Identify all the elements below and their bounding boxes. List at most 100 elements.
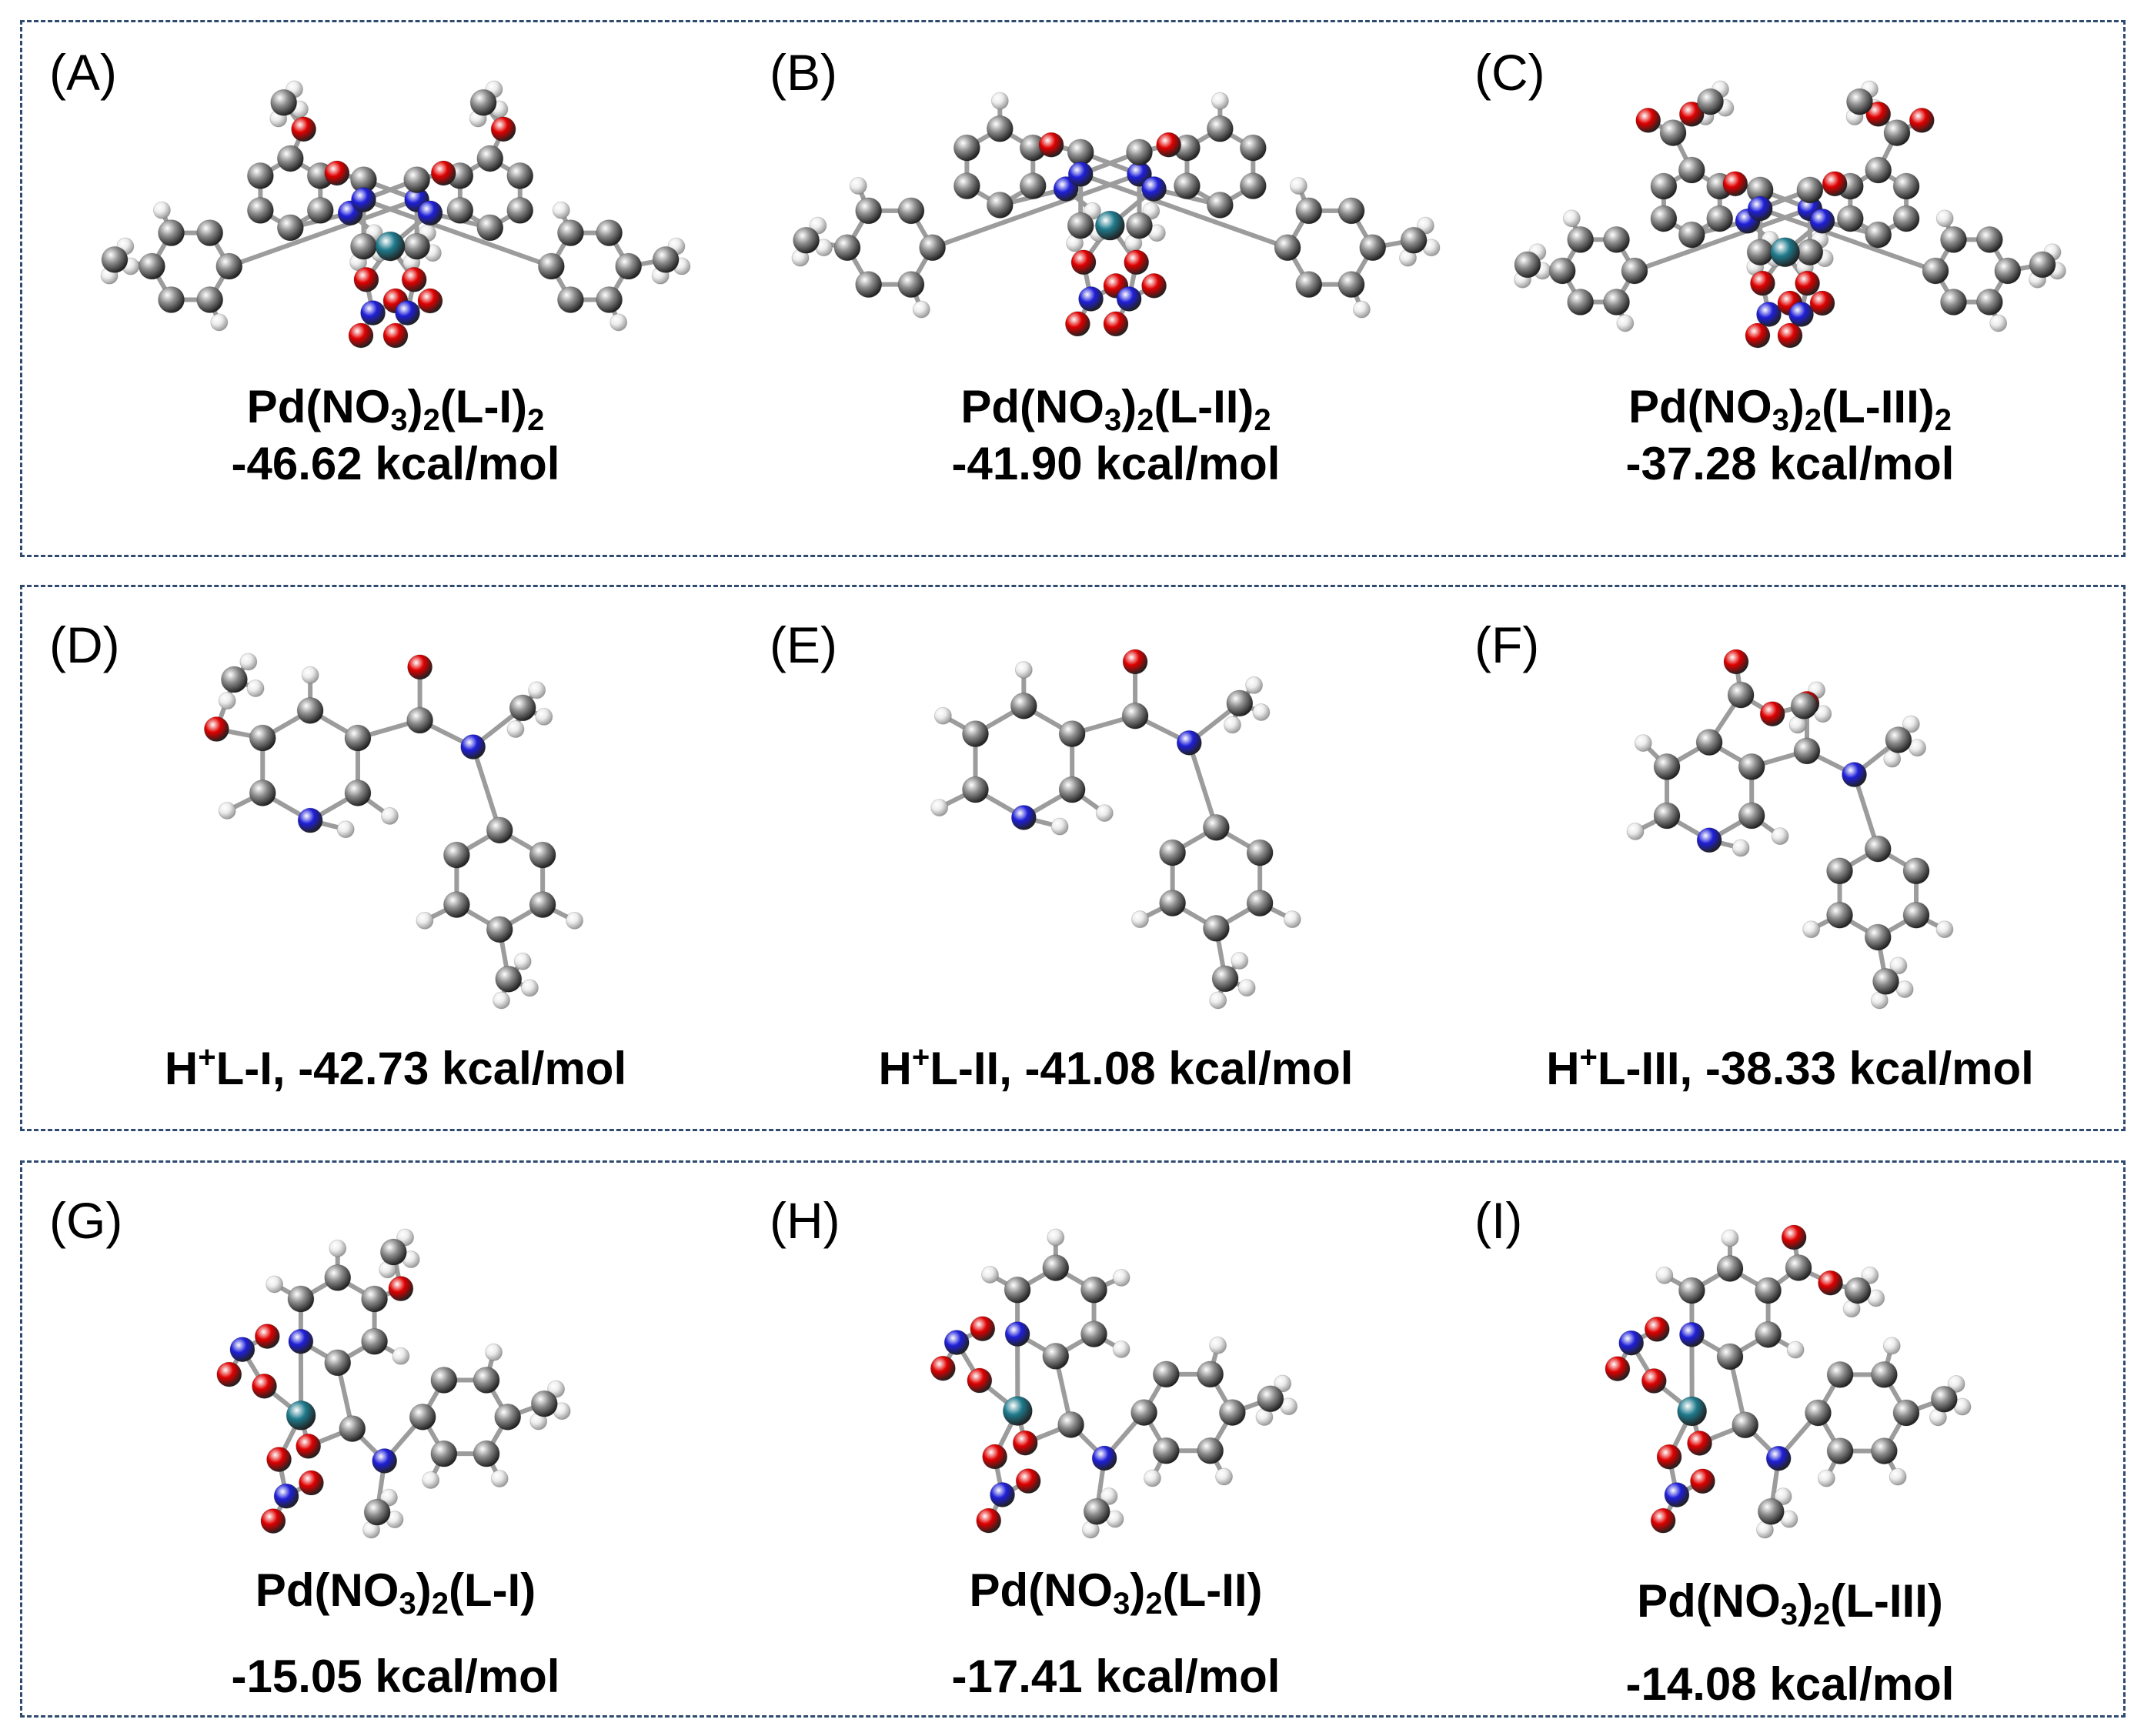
hydrogen-atom — [1895, 980, 1914, 999]
energy-label: -41.90 kcal/mol — [951, 438, 1281, 489]
nitrogen-atom — [417, 200, 443, 226]
nitrogen-atom — [273, 1483, 299, 1509]
carbon-atom — [1716, 1254, 1744, 1282]
carbon-atom — [1922, 257, 1949, 285]
carbon-atom — [1796, 239, 1824, 266]
carbon-atom — [196, 219, 224, 247]
carbon-atom — [1796, 176, 1824, 204]
carbon-atom — [476, 145, 504, 172]
hydrogen-atom — [1095, 804, 1114, 823]
formula-label: Pd(NO3)2(L-II) — [969, 1564, 1263, 1621]
hydrogen-atom — [1112, 1268, 1130, 1287]
hydrogen-atom — [1774, 1487, 1792, 1506]
hydrogen-atom — [246, 679, 265, 698]
carbon-atom — [1870, 1360, 1898, 1388]
carbon-atom — [537, 252, 565, 280]
carbon-atom — [379, 1238, 407, 1266]
oxygen-atom — [1064, 311, 1090, 337]
carbon-atom — [270, 88, 298, 116]
hydrogen-atom — [552, 201, 570, 219]
carbon-atom — [361, 1327, 389, 1355]
hydrogen-atom — [1209, 991, 1227, 1010]
nitrogen-atom — [1618, 1330, 1645, 1356]
oxygen-atom — [1909, 107, 1935, 133]
carbon-atom — [1058, 720, 1086, 748]
hydrogen-atom — [1786, 1340, 1805, 1359]
carbon-atom — [1206, 115, 1234, 142]
carbon-atom — [1892, 172, 1920, 200]
oxygen-atom — [1818, 1270, 1844, 1296]
hydrogen-atom — [1215, 1467, 1234, 1486]
hydrogen-atom — [912, 300, 930, 319]
hydrogen-atom — [336, 820, 355, 839]
oxygen-atom — [1038, 132, 1064, 158]
nitrogen-atom — [1678, 1321, 1705, 1347]
bond — [1078, 172, 1291, 250]
carbon-atom — [220, 666, 248, 693]
panel-letter: (F) — [1474, 616, 1540, 673]
hydrogen-atom — [1050, 817, 1069, 836]
formula-label: Pd(NO3)2(L-II)2 — [960, 381, 1271, 437]
panel-e: (E) H+L-II, -41.08 kcal/mol — [770, 616, 1462, 1108]
palladium-atom — [1677, 1396, 1708, 1427]
oxygen-atom — [1605, 1356, 1631, 1382]
molecule-structure — [1626, 649, 1954, 1010]
oxygen-atom — [260, 1508, 286, 1534]
molecule-structure — [930, 1228, 1298, 1539]
carbon-atom — [1650, 172, 1678, 200]
oxygen-atom — [296, 1433, 322, 1459]
carbon-atom — [1042, 1254, 1070, 1282]
carbon-atom — [953, 172, 980, 200]
hydrogen-atom — [1909, 739, 1927, 757]
panel-h: (H) Pd(NO3)2(L-II) -17.41 kcal/mol — [770, 1191, 1462, 1707]
hydrogen-atom — [1902, 715, 1920, 733]
nitrogen-atom — [1010, 804, 1037, 830]
energy-label: -46.62 kcal/mol — [231, 438, 560, 489]
carbon-atom — [506, 196, 534, 224]
oxygen-atom — [1012, 1430, 1038, 1456]
hydrogen-atom — [849, 176, 867, 195]
carbon-atom — [403, 166, 431, 194]
carbon-atom — [1514, 251, 1541, 279]
carbon-atom — [1738, 753, 1765, 780]
hydrogen-atom — [1882, 1337, 1901, 1355]
carbon-atom — [1239, 172, 1267, 200]
oxygen-atom — [1156, 132, 1182, 158]
hydrogen-atom — [535, 707, 553, 726]
carbon-atom — [1246, 839, 1274, 866]
nitrogen-atom — [1141, 175, 1167, 202]
carbon-atom — [1197, 1437, 1224, 1464]
oxygen-atom — [1809, 290, 1835, 316]
hydrogen-atom — [1814, 705, 1832, 723]
carbon-atom — [1067, 212, 1094, 239]
carbon-atom — [1864, 835, 1892, 863]
carbon-atom — [1902, 901, 1930, 929]
carbon-atom — [1697, 88, 1725, 115]
oxygen-atom — [1689, 1468, 1715, 1494]
carbon-atom — [1004, 1276, 1031, 1304]
oxygen-atom — [407, 654, 433, 680]
molecule-structure — [930, 649, 1301, 1010]
hydrogen-atom — [506, 720, 525, 739]
hydrogen-atom — [1223, 716, 1241, 734]
carbon-atom — [1902, 857, 1930, 885]
oxygen-atom — [1781, 1224, 1807, 1250]
carbon-atom — [1738, 802, 1765, 830]
energy-label: H+L-II, -41.08 kcal/mol — [878, 1040, 1354, 1094]
hydrogen-atom — [1014, 661, 1033, 679]
hydrogen-atom — [1144, 1469, 1161, 1487]
group-protonated-ligands — [20, 585, 2126, 1131]
bond — [930, 172, 1142, 250]
carbon-atom — [363, 1498, 391, 1526]
carbon-atom — [276, 145, 304, 172]
hydrogen-atom — [1616, 314, 1635, 332]
oxygen-atom — [1759, 701, 1785, 727]
hydrogen-atom — [609, 313, 628, 332]
carbon-atom — [246, 196, 274, 224]
oxygen-atom — [1103, 311, 1129, 337]
carbon-atom — [306, 196, 334, 224]
carbon-atom — [349, 232, 377, 260]
carbon-atom — [287, 1285, 315, 1313]
carbon-atom — [442, 891, 470, 919]
bond — [1187, 740, 1219, 830]
